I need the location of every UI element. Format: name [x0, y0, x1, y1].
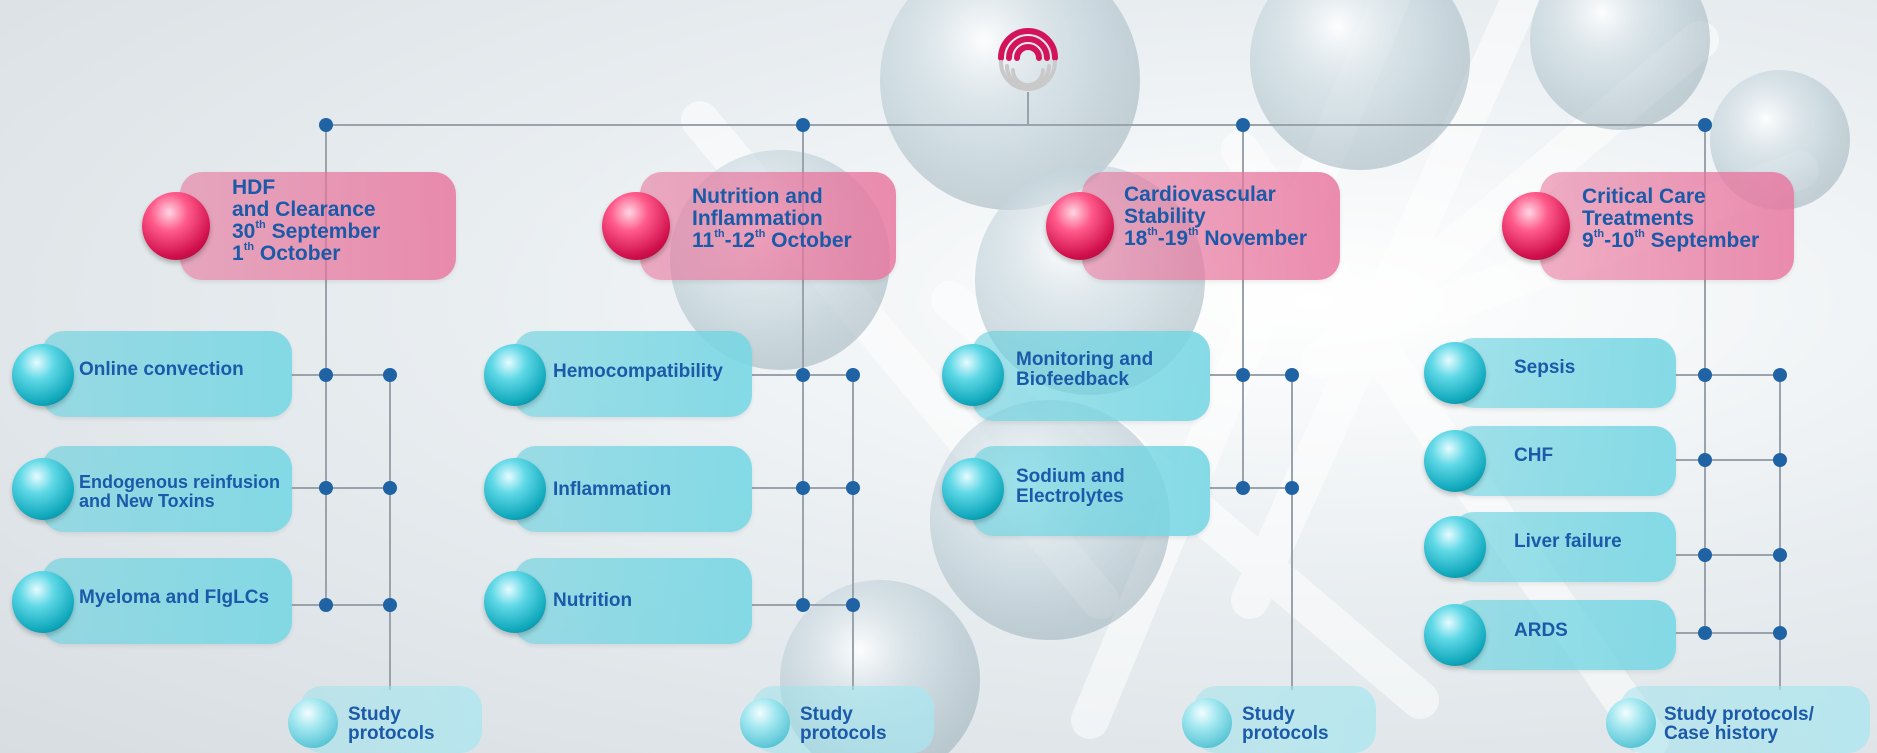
cyan-light-sphere-icon — [288, 698, 338, 748]
pink-sphere-icon — [142, 192, 210, 260]
header-line: HDF — [232, 176, 276, 199]
cyan-light-sphere-icon — [740, 698, 790, 748]
column-3-header-box — [1082, 172, 1340, 280]
topic-myeloma[interactable] — [42, 558, 292, 644]
column-2-header-label: Nutrition and Inflammation 11th-12th Oct… — [692, 185, 852, 253]
topic-ards[interactable] — [1452, 600, 1676, 670]
cyan-sphere-icon — [1424, 516, 1486, 578]
cyan-sphere-icon — [12, 344, 74, 406]
topic-hemocompatibility[interactable] — [514, 331, 752, 417]
topic-inflammation[interactable] — [514, 446, 752, 532]
pink-sphere-icon — [602, 192, 670, 260]
cyan-sphere-icon — [942, 458, 1004, 520]
topic-label: ARDS — [1514, 620, 1568, 641]
column-2-header-box — [640, 172, 896, 280]
topic-label: CHF — [1514, 445, 1554, 466]
cyan-sphere-icon — [1424, 604, 1486, 666]
header-line: and Clearance — [232, 198, 376, 222]
topic-label: Myeloma and FlgLCs — [79, 587, 270, 608]
topic-online-convection[interactable] — [42, 331, 292, 417]
study-protocols-box-4[interactable] — [1620, 686, 1870, 753]
cyan-light-sphere-icon — [1182, 698, 1232, 748]
topic-sodium-electrolytes[interactable] — [972, 446, 1210, 536]
topic-label: Online convection — [79, 359, 244, 380]
topic-nutrition[interactable] — [514, 558, 752, 644]
topic-label: Sepsis — [1514, 357, 1576, 378]
column-1-header-label: HDF and Clearance 30th September 1th Oct… — [232, 176, 381, 266]
study-protocols-label-4: Study protocols/Case history — [1664, 704, 1814, 744]
column-1-header-box — [180, 172, 456, 280]
connector-dots — [319, 118, 1787, 640]
topic-liver-failure[interactable] — [1452, 512, 1676, 582]
cyan-sphere-icon — [12, 458, 74, 520]
cyan-sphere-icon — [1424, 342, 1486, 404]
header-date: 1th October — [232, 241, 341, 266]
topic-label: Sodium and Electrolytes — [1016, 466, 1125, 507]
topic-endogenous-reinfusion[interactable] — [42, 446, 292, 532]
arch-rings-logo-icon — [998, 28, 1058, 91]
column-3-header-label: Cardiovascular Stability 18th-19th Novem… — [1124, 183, 1308, 251]
cyan-sphere-icon — [12, 571, 74, 633]
topic-label: Monitoring and Biofeedback — [1016, 349, 1154, 390]
cyan-sphere-icon — [484, 458, 546, 520]
topic-label: Inflammation — [553, 479, 672, 500]
topic-label: Nutrition — [553, 590, 633, 611]
cyan-sphere-icon — [942, 344, 1004, 406]
pink-sphere-icon — [1502, 192, 1570, 260]
topic-chf[interactable] — [1452, 426, 1676, 496]
topic-label: Hemocompatibility — [553, 361, 723, 382]
cyan-sphere-icon — [1424, 430, 1486, 492]
cyan-light-sphere-icon — [1606, 698, 1656, 748]
topic-label: Liver failure — [1514, 531, 1622, 552]
header-date: 30th September — [232, 219, 381, 244]
topic-sepsis[interactable] — [1452, 338, 1676, 408]
cyan-sphere-icon — [484, 571, 546, 633]
topic-label: Endogenous reinfusion and New Toxins — [79, 472, 280, 511]
cyan-sphere-icon — [484, 344, 546, 406]
topic-monitoring-biofeedback[interactable] — [972, 331, 1210, 421]
column-4-header-label: Critical Care Treatments 9th-10th Septem… — [1582, 185, 1760, 253]
column-4-header-box — [1540, 172, 1794, 280]
pink-sphere-icon — [1046, 192, 1114, 260]
